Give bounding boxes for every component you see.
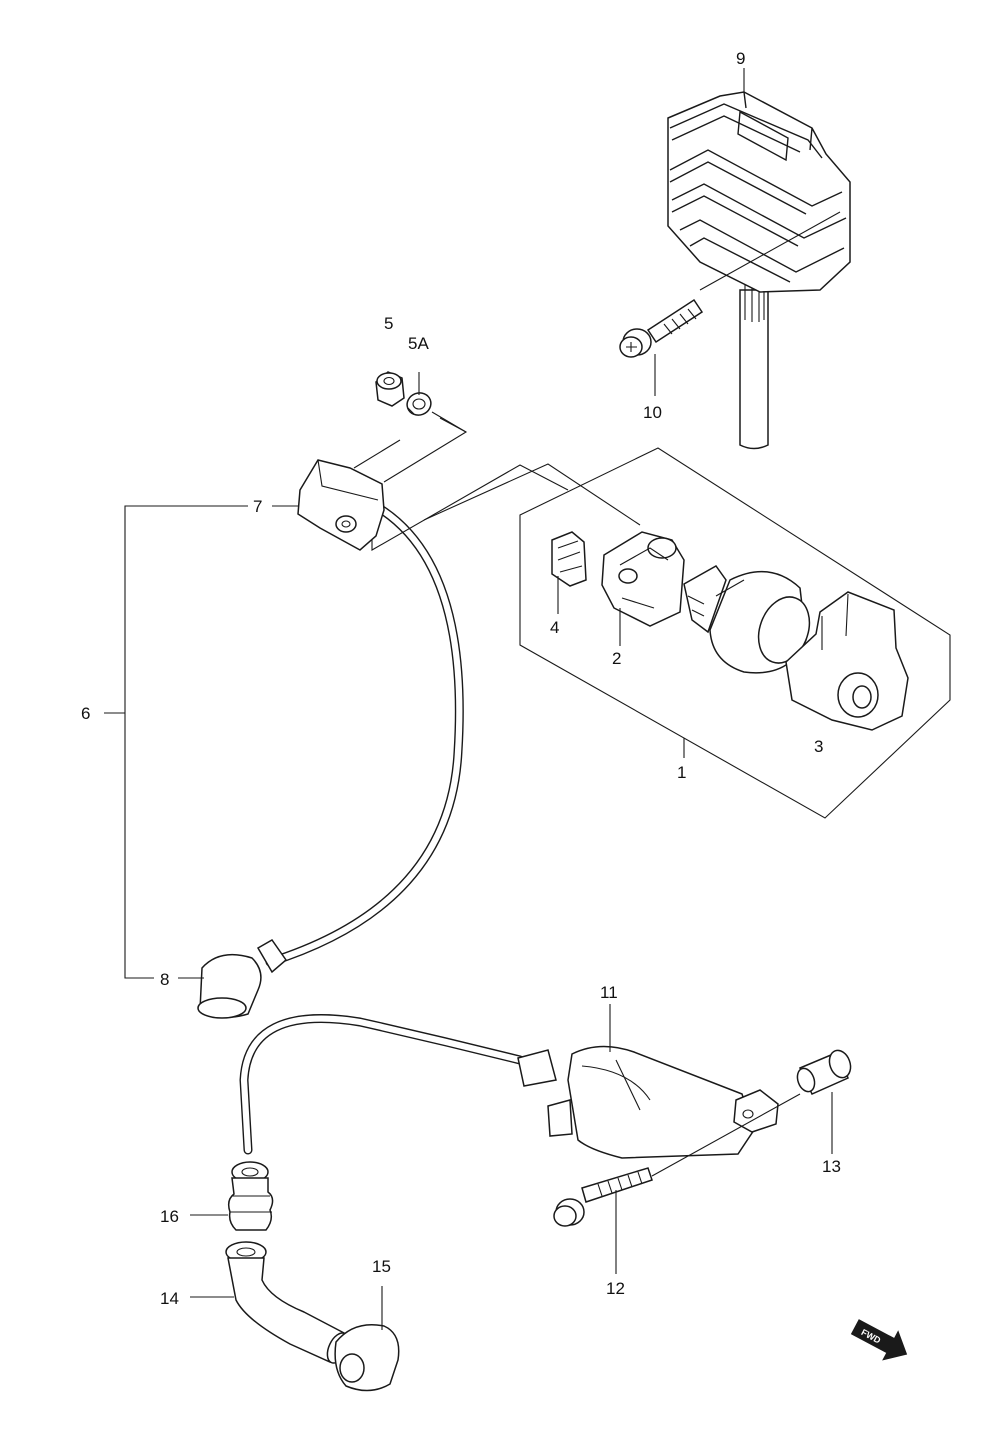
washer-5a [406, 392, 432, 416]
callout-4: 4 [550, 618, 559, 637]
ignition-coil-11 [517, 1045, 779, 1159]
callout-12: 12 [606, 1279, 625, 1298]
callout-3: 3 [814, 737, 823, 756]
bolt-12 [553, 1167, 653, 1227]
callout-14: 14 [160, 1289, 179, 1308]
fwd-direction-arrow: FWD [850, 1319, 908, 1361]
callout-5a: 5A [408, 334, 429, 353]
ignition-switch-box [519, 447, 951, 819]
spark-plug-cap-8 [197, 939, 288, 1019]
callout-numbers: 9 10 5 5A 7 6 8 4 2 1 3 11 13 12 16 14 1… [81, 49, 841, 1308]
nut-5 [375, 371, 405, 407]
grommet-16 [227, 1161, 274, 1231]
boot-elbow-14 [225, 1241, 350, 1364]
bolt-10 [619, 298, 704, 358]
callout-15: 15 [372, 1257, 391, 1276]
cap-15 [334, 1324, 400, 1392]
regulator-rectifier [667, 91, 851, 450]
callout-13: 13 [822, 1157, 841, 1176]
spacer-13 [796, 1049, 852, 1095]
callout-11: 11 [600, 983, 618, 1002]
switch-body-2 [601, 531, 685, 627]
callout-9: 9 [736, 49, 745, 68]
callout-6: 6 [81, 704, 90, 723]
terminal-4 [551, 531, 587, 587]
callout-8: 8 [160, 970, 169, 989]
callout-5: 5 [384, 314, 393, 333]
switch-cover-3 [785, 591, 909, 731]
coil-cable [239, 1014, 525, 1155]
callout-1: 1 [677, 763, 686, 782]
callout-16: 16 [160, 1207, 179, 1226]
key-cylinder [683, 565, 811, 674]
callout-10: 10 [643, 403, 662, 422]
cord-clamp-7 [297, 459, 385, 551]
high-tension-cord [265, 500, 464, 967]
callout-7: 7 [253, 497, 262, 516]
callout-2: 2 [612, 649, 621, 668]
leader-lines [104, 68, 841, 1330]
